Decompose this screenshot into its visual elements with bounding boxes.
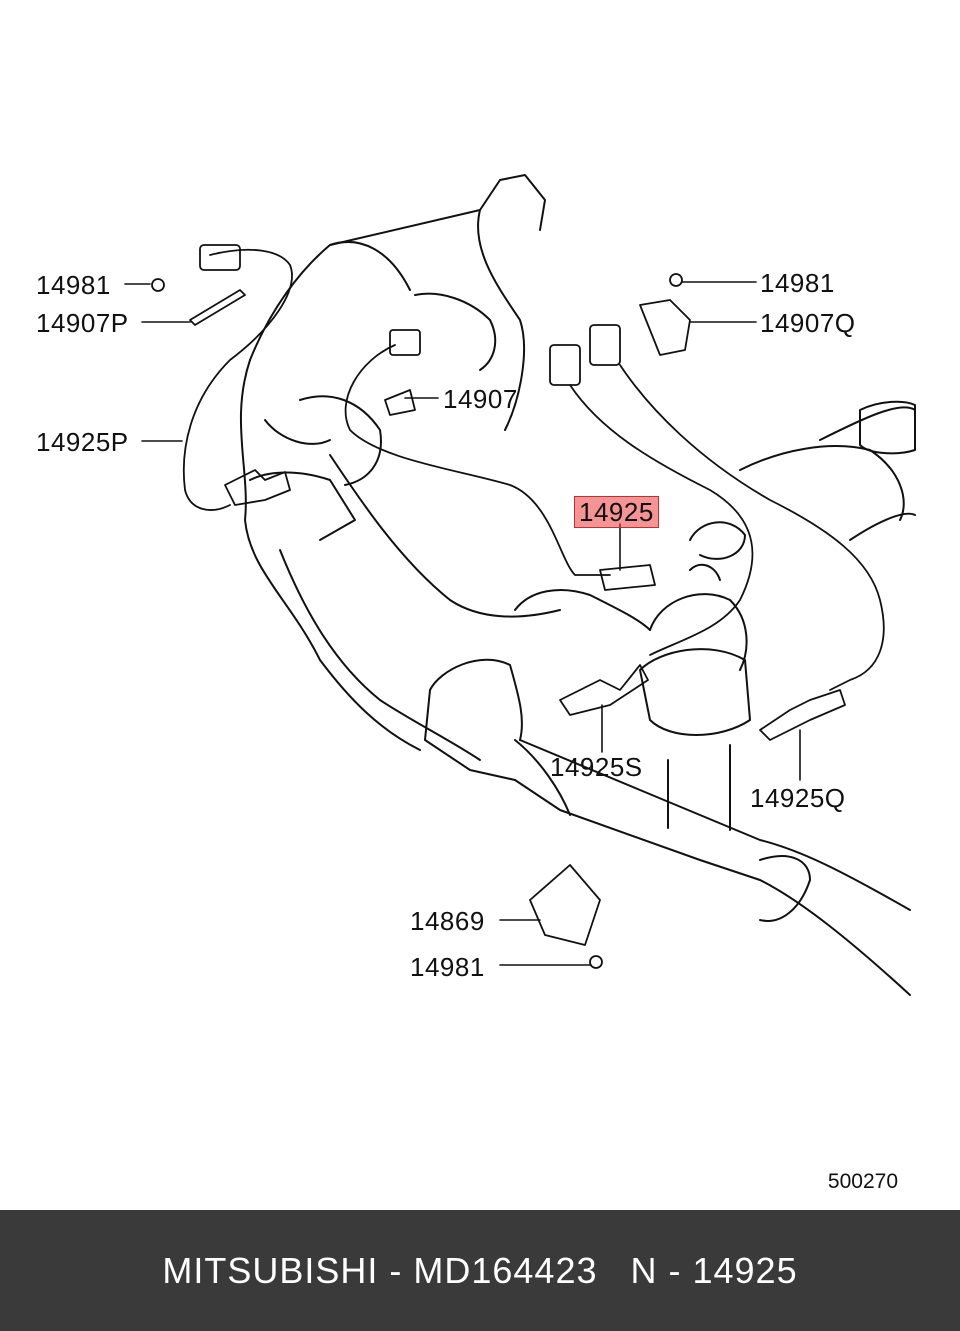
parts-diagram (124, 174, 916, 996)
leader-lines (124, 281, 801, 966)
connectors-drawing (199, 244, 621, 386)
exhaust-pipe-drawing (424, 658, 911, 996)
oxygen-sensor-drawing (224, 469, 846, 741)
callout-14925q: 14925Q (750, 783, 846, 813)
footer-part-text: MITSUBISHI - MD164423 N - 14925 (162, 1249, 798, 1291)
callout-14925p: 14925P (36, 427, 129, 457)
callout-14925s: 14925S (550, 752, 643, 782)
footer-banner: MITSUBISHI - MD164423 N - 14925 (0, 1210, 960, 1331)
brackets-drawing (151, 273, 691, 969)
callout-14907q: 14907Q (760, 308, 856, 338)
callout-14925-highlighted: 14925 (574, 496, 659, 528)
callout-14981-top-left: 14981 (36, 270, 111, 300)
callout-14981-bottom: 14981 (410, 952, 485, 982)
diagram-reference-code: 500270 (827, 1170, 898, 1193)
callout-14907p: 14907P (36, 308, 129, 338)
sensor-wires-drawing (182, 248, 885, 691)
callout-14907: 14907 (443, 384, 518, 414)
callout-14869: 14869 (410, 906, 485, 936)
exhaust-manifold-drawing (239, 174, 916, 761)
callout-14981-top-right: 14981 (760, 268, 835, 298)
